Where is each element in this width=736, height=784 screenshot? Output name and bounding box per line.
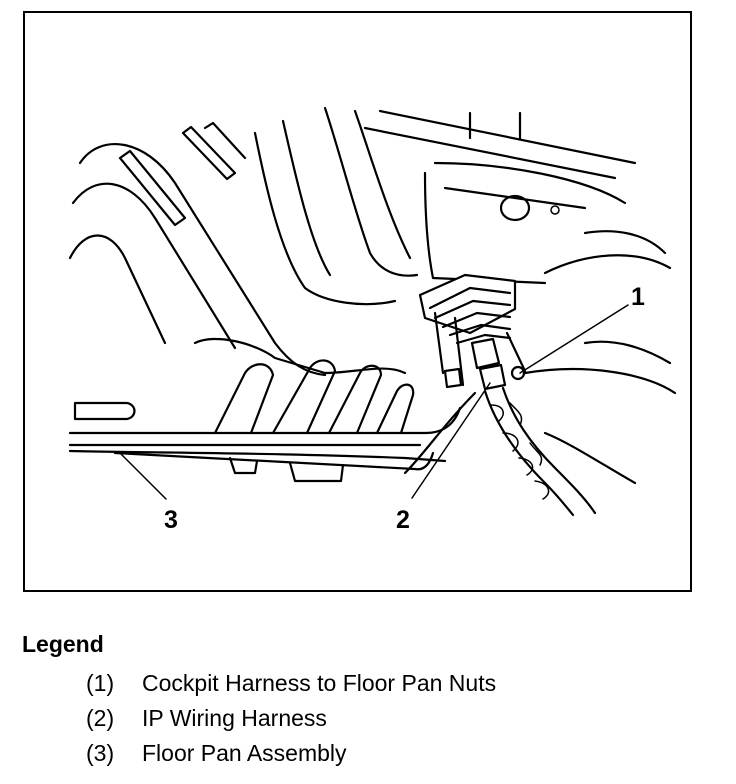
legend-item-text: IP Wiring Harness: [142, 705, 327, 731]
callout-3-leader: [119, 452, 167, 500]
legend-item-number: (3): [86, 740, 115, 766]
legend: Legend (1) Cockpit Harness to Floor Pan …: [22, 630, 712, 771]
floor-pan-assembly-drawing: [68, 106, 677, 485]
diagram-frame: 1 2 3: [23, 11, 692, 592]
legend-item-number: (2): [86, 705, 115, 731]
legend-title: Legend: [22, 631, 104, 657]
legend-item-number: (1): [86, 670, 115, 696]
legend-item: (2) IP Wiring Harness: [22, 701, 712, 736]
legend-item-text: Cockpit Harness to Floor Pan Nuts: [142, 670, 497, 696]
cockpit-harness-bracket-drawing: [418, 273, 527, 391]
callout-2-leader: [411, 382, 491, 499]
callout-1-leader: [519, 304, 629, 374]
callout-3-label: 3: [164, 506, 178, 534]
legend-item: (1) Cockpit Harness to Floor Pan Nuts: [22, 666, 712, 701]
legend-item-text: Floor Pan Assembly: [142, 740, 347, 766]
ip-wiring-harness-drawing: [483, 386, 597, 517]
floor-pan-illustration: 1 2 3: [68, 106, 677, 534]
callout-1-label: 1: [631, 283, 645, 311]
legend-item: (3) Floor Pan Assembly: [22, 736, 712, 771]
callout-2-label: 2: [396, 506, 410, 534]
